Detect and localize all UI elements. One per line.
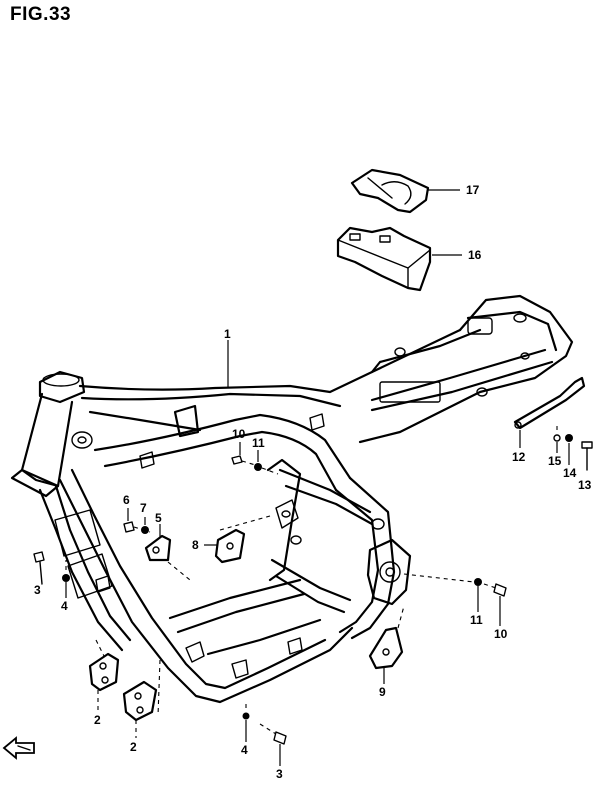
callout-4-left: 4 [61, 599, 68, 613]
callout-6: 6 [123, 493, 130, 507]
part-11-nut-upper [254, 463, 279, 475]
callout-5: 5 [155, 511, 162, 525]
part-4-nut-left [62, 560, 70, 582]
figure-title: FIG.33 [10, 4, 72, 25]
part-7-nut [141, 526, 149, 534]
callout-8: 8 [192, 538, 199, 552]
callout-10-lower: 10 [494, 627, 508, 641]
callout-7: 7 [140, 501, 147, 515]
part-3-bolt-left [33, 551, 45, 585]
callout-17: 17 [466, 183, 480, 197]
part-12-stay [513, 376, 586, 430]
part-2-guide [95, 639, 105, 657]
part-11-guide [403, 573, 475, 583]
callout-10-upper: 10 [232, 427, 246, 441]
part-5-guide [167, 561, 191, 581]
callout-3-bottom: 3 [276, 767, 283, 781]
part-10-bolt-lower [483, 583, 507, 597]
part-3-bolt-bottom [259, 723, 287, 745]
callout-11-lower: 11 [470, 613, 483, 627]
part-16-tray [336, 226, 432, 292]
callout-14: 14 [563, 466, 577, 480]
part-2-plate-upper [88, 652, 120, 692]
part-2-plate-lower [122, 680, 158, 722]
callout-3-left: 3 [34, 583, 41, 597]
part-9-bracket [368, 626, 404, 670]
part-14-nut [565, 434, 573, 442]
part-13-bolt [581, 441, 593, 471]
callout-1: 1 [224, 327, 231, 341]
callout-4-bottom: 4 [241, 743, 248, 757]
callout-12: 12 [512, 450, 526, 464]
callout-16: 16 [468, 248, 482, 262]
callout-2-upper: 2 [94, 713, 101, 727]
callout-2-lower: 2 [130, 740, 137, 754]
callout-9: 9 [379, 685, 386, 699]
front-direction-arrow-icon [2, 736, 35, 760]
callout-13: 13 [578, 478, 592, 492]
part-9-guide [397, 605, 405, 629]
part-5-bracket [144, 534, 172, 562]
part-8-guide [219, 515, 271, 531]
part-15-washer [553, 426, 561, 442]
part-2-guide-b [157, 659, 161, 717]
callout-15: 15 [548, 454, 562, 468]
part-11-nut-lower [474, 578, 482, 586]
part-4-nut-bottom [242, 704, 250, 720]
part-8-bracket [214, 528, 246, 564]
callout-11-upper: 11 [252, 436, 265, 450]
part-1-main-frame [10, 294, 574, 704]
part-17-cover [350, 168, 430, 214]
